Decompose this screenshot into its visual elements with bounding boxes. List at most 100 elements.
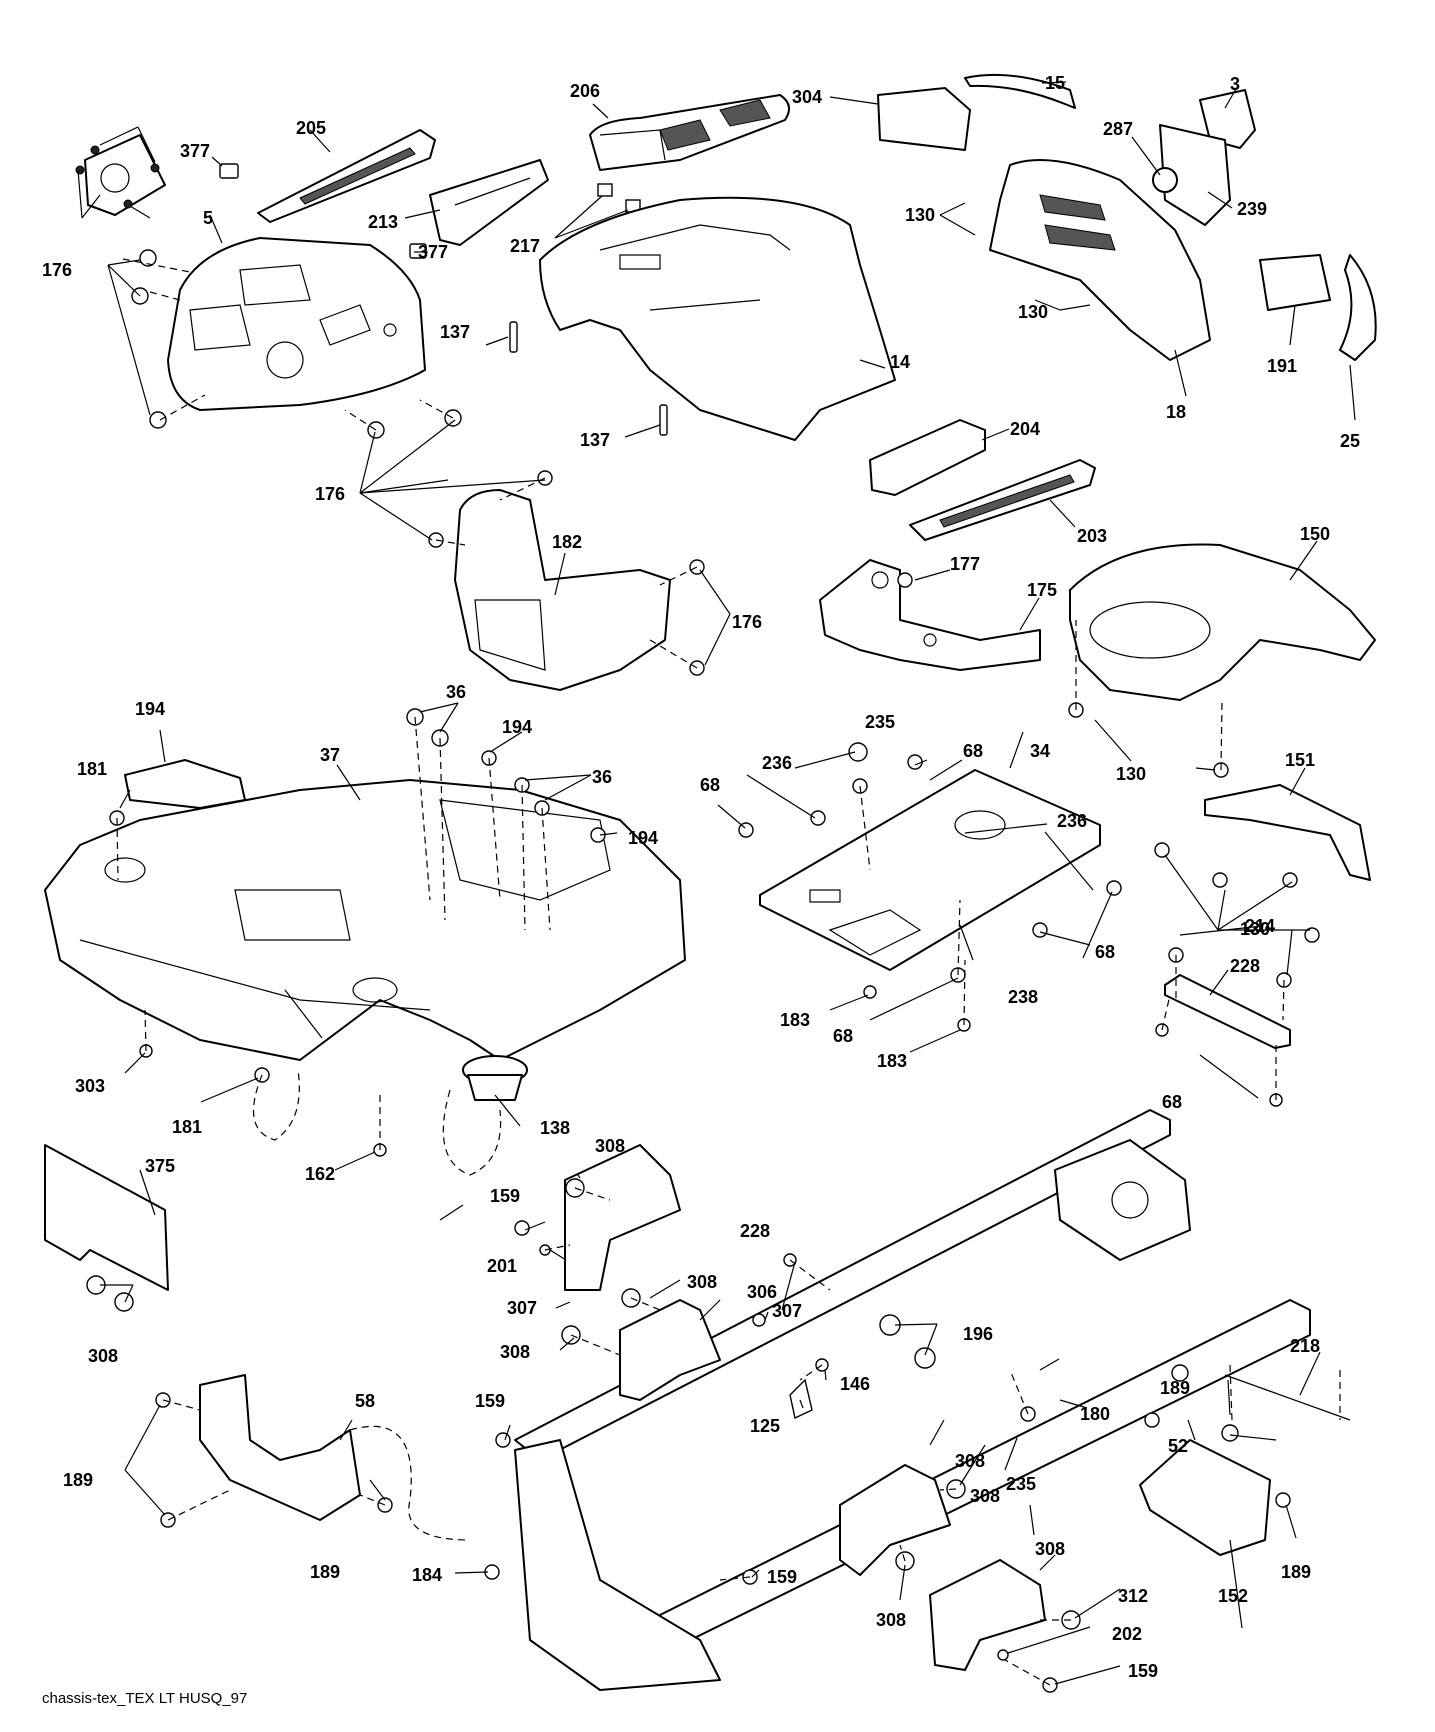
label-181-b: 181 — [172, 1117, 202, 1137]
label-130-a: 130 — [905, 205, 935, 225]
label-228-b: 235 — [1006, 1474, 1036, 1494]
label-308-f: 312 — [1118, 1586, 1148, 1606]
label-189-a: 189 — [1160, 1378, 1190, 1398]
part-58-bracket — [199, 1374, 361, 1521]
diagram-caption: chassis-tex_TEX LT HUSQ_97 — [42, 1690, 248, 1707]
part-214-clip-a — [597, 183, 613, 197]
part-202-vent — [909, 459, 1096, 541]
label-308-a: 308 — [595, 1136, 625, 1156]
label-184: 184 — [412, 1565, 442, 1585]
part-307-guard-upper — [564, 1144, 681, 1291]
part-34-plate — [759, 769, 1101, 971]
part-204-grille — [589, 94, 790, 171]
label-196: 194 — [135, 699, 165, 719]
part-205-duct — [869, 419, 986, 496]
label-191: 191 — [1267, 356, 1297, 376]
label-125: 125 — [750, 1416, 780, 1436]
label-37: 37 — [320, 745, 340, 765]
part-151-bracket — [1204, 784, 1371, 881]
label-182: 182 — [552, 532, 582, 552]
label-194-b: 194 — [628, 828, 658, 848]
label-68-d: 68 — [833, 1026, 853, 1046]
part-217-rod — [1224, 1374, 1351, 1421]
label-162: 162 — [305, 1164, 335, 1184]
label-287: 303 — [75, 1076, 105, 1096]
label-375-bottom: 377 — [418, 242, 448, 262]
part-3-plate — [1199, 89, 1256, 149]
leader-lines — [77, 81, 1356, 1685]
part-5-dash-console — [167, 237, 426, 411]
label-303: 306 — [747, 1282, 777, 1302]
label-68-e: 68 — [1162, 1092, 1182, 1112]
part-37-fender — [44, 779, 686, 1061]
part-14-hood — [539, 196, 896, 441]
label-15: 15 — [1045, 73, 1065, 93]
label-130-d: 130 — [1240, 919, 1270, 939]
part-182-panel — [454, 489, 671, 691]
label-183-a: 183 — [780, 1010, 810, 1030]
label-307-a: 307 — [507, 1298, 537, 1318]
label-151: 151 — [1285, 750, 1315, 770]
label-206: 213 — [368, 212, 398, 232]
part-150-shroud — [1069, 543, 1376, 701]
label-236-b: 238 — [1008, 987, 1038, 1007]
label-201-b: 202 — [1112, 1624, 1142, 1644]
label-68-a: 68 — [963, 741, 983, 761]
part-375-clip-upper — [219, 163, 239, 179]
label-308-e: 308 — [970, 1486, 1000, 1506]
label-130-c: 130 — [1116, 764, 1146, 784]
label-137-a: 137 — [440, 322, 470, 342]
part-375-clip-lower — [409, 243, 427, 259]
label-36-a: 36 — [446, 682, 466, 702]
label-235-b: 236 — [1057, 811, 1087, 831]
label-189-d: 189 — [310, 1562, 340, 1582]
label-68-c: 68 — [1095, 942, 1115, 962]
label-176-a: 176 — [42, 260, 72, 280]
part-307-guard-lower — [929, 1559, 1046, 1671]
label-218: 228 — [1230, 956, 1260, 976]
label-308-d: 308 — [88, 1346, 118, 1366]
label-217: 218 — [1290, 1336, 1320, 1356]
label-176-b: 176 — [315, 484, 345, 504]
label-152: 152 — [1218, 1586, 1248, 1606]
label-5: 5 — [203, 208, 213, 228]
part-376-bracket — [75, 134, 166, 216]
part-125-clip — [789, 1378, 813, 1420]
part-138-boot — [462, 1055, 528, 1101]
label-137-b: 137 — [580, 430, 610, 450]
label-159-d: 159 — [1128, 1661, 1158, 1681]
label-235-a: 235 — [865, 712, 895, 732]
label-312: 375 — [145, 1156, 175, 1176]
part-137-pin-lower — [659, 404, 668, 436]
label-375-top: 377 — [180, 141, 210, 161]
part-206-duct — [429, 159, 549, 246]
label-297: 304 — [792, 87, 822, 107]
label-204: 206 — [570, 81, 600, 101]
label-34: 34 — [1030, 741, 1050, 761]
label-189-c: 189 — [1281, 1562, 1311, 1582]
part-175-bracket — [819, 559, 1041, 671]
part-297-block — [877, 87, 971, 151]
label-25: 25 — [1340, 431, 1360, 451]
part-303-plate — [619, 1299, 721, 1401]
label-176-c: 176 — [732, 612, 762, 632]
label-146: 146 — [840, 1374, 870, 1394]
label-236-a: 236 — [762, 753, 792, 773]
label-52: 52 — [1168, 1436, 1188, 1456]
part-304-plate — [839, 1464, 951, 1576]
label-159-b: 159 — [475, 1391, 505, 1411]
label-228-a: 228 — [740, 1221, 770, 1241]
label-183-b: 183 — [877, 1051, 907, 1071]
label-213: 214 — [1245, 916, 1275, 936]
label-308-g: 308 — [876, 1610, 906, 1630]
part-312-shield — [44, 1144, 169, 1291]
label-3: 3 — [1230, 74, 1240, 94]
label-150: 150 — [1300, 524, 1330, 544]
label-177: 177 — [950, 554, 980, 574]
label-175: 175 — [1027, 580, 1057, 600]
label-36-b: 36 — [592, 767, 612, 787]
label-194-a: 194 — [502, 717, 532, 737]
label-238: 239 — [1237, 199, 1267, 219]
label-205: 204 — [1010, 419, 1040, 439]
label-307-b: 308 — [1035, 1539, 1065, 1559]
